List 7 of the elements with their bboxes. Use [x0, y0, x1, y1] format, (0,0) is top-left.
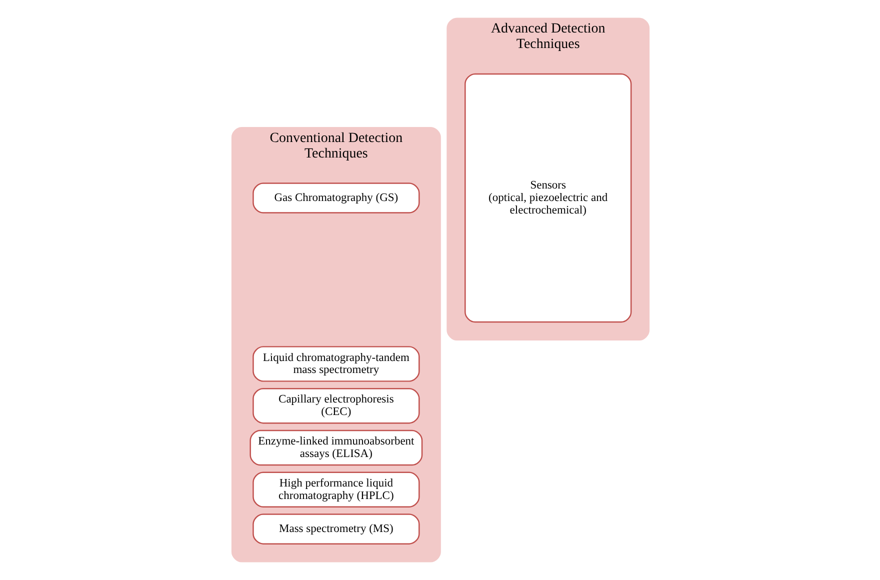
node-box: Gas Chromatography (GS) — [252, 182, 420, 214]
node-box: High performance liquid chromatography (HPLC) — [252, 472, 420, 508]
node-box: Capillary electrophoresis (CEC) — [252, 388, 420, 424]
node-box: Liquid chromatography-tandem mass spectrometry — [252, 346, 420, 382]
node-box: Sensors (optical, piezoelectric and electrochemical) — [464, 73, 632, 323]
node-box: Enzyme-linked immunoabsorbent assays (ELISA) — [249, 430, 422, 466]
node-box: Mass spectrometry (MS) — [252, 514, 420, 544]
